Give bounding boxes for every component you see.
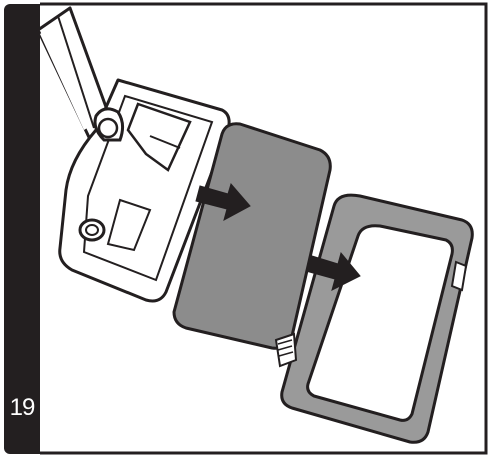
step-number: 19 xyxy=(6,394,38,422)
